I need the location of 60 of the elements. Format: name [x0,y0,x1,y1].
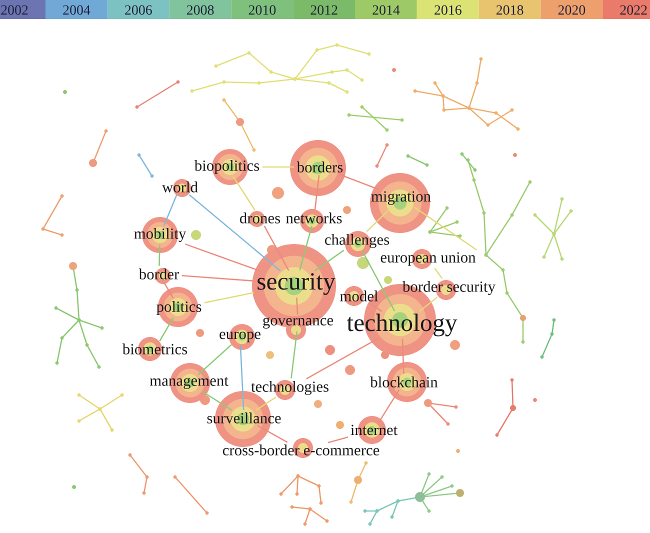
year-label: 2020 [558,5,586,15]
link-line [290,331,298,378]
link-line [402,339,404,374]
link-line [257,425,288,443]
link-line [182,275,254,282]
link-line [184,243,260,272]
year-label: 2022 [620,5,647,15]
link-line [339,174,378,190]
link-line [255,396,276,411]
link-line [366,206,392,232]
link-line [378,390,400,423]
link-line [299,226,312,271]
link-line [159,317,174,342]
year-label: 2016 [434,5,462,15]
keyword-node: mobility [134,217,186,253]
keyword-node: technologies [251,380,328,400]
link-line [202,390,232,411]
keyword-node: blockchain [370,362,438,402]
keyword-node: european union [380,249,476,269]
link-line [240,344,244,410]
link-line [296,298,298,315]
link-line [414,206,478,251]
link-line [188,194,281,272]
year-label: 2008 [186,5,214,15]
year-label: 2014 [372,5,400,15]
keyword-node: migration [370,173,431,233]
link-line [306,338,378,380]
link-line [198,344,232,376]
year-label: 2004 [63,5,90,15]
year-label: 2012 [310,5,338,15]
keyword-node: networks [286,209,342,233]
keyword-node: world [162,179,198,197]
link-line [264,226,290,271]
node-label: governance [263,317,334,329]
link-line [328,436,348,444]
keyword-node: border security [402,280,496,300]
year-label: 2018 [496,5,524,15]
link-line [204,292,254,304]
year-label: 2006 [125,5,152,15]
link-line [262,166,294,168]
link-line [314,175,320,210]
link-line [232,176,256,210]
keyword-node: politics [156,287,202,327]
keyword-node: drones [240,211,280,227]
link-line [314,250,344,272]
link-line [434,268,443,279]
year-label: 2010 [248,5,276,15]
link-line [362,250,396,312]
link-line [163,194,178,226]
node-label: model [340,290,378,302]
keyword-node: borders [290,140,346,196]
link-line [418,296,438,312]
link-line [158,244,160,266]
keyword-node: border [138,268,180,284]
link-line [370,303,382,312]
node-label: cross-border e-commerce [222,444,380,456]
link-line [163,282,174,299]
keyword-node: management [150,363,228,403]
year-label: 2002 [1,5,28,15]
keyword-node: model [340,286,378,306]
